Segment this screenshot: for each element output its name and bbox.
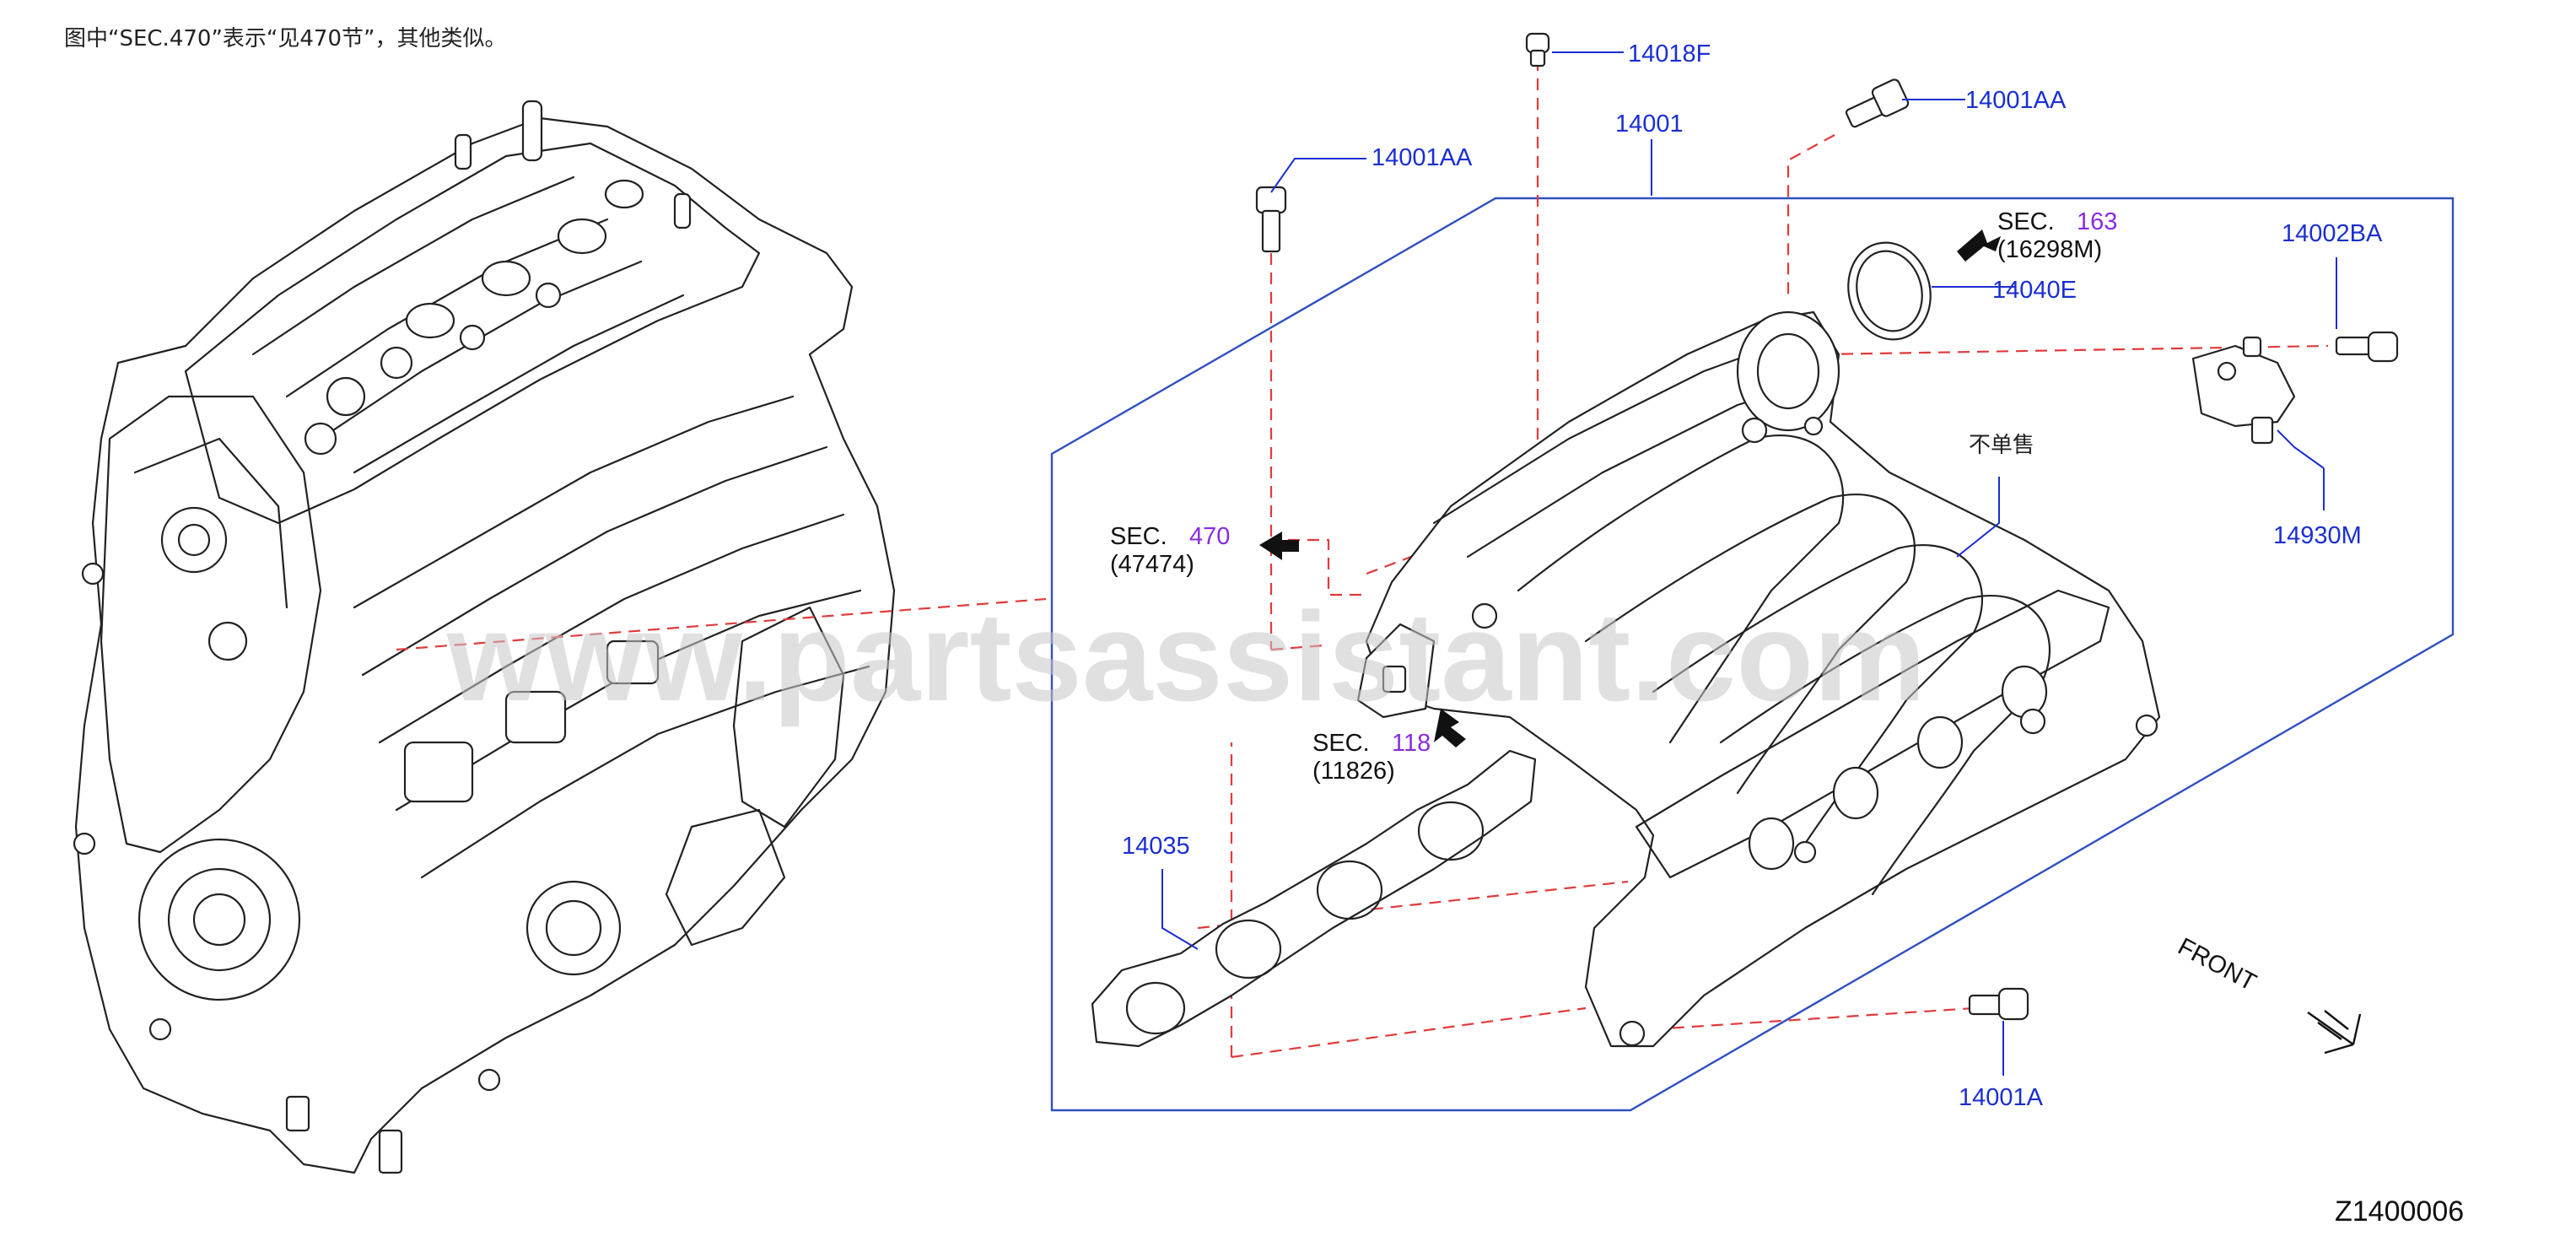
assembly-frame: [1050, 197, 2455, 1112]
sec163-subpart: (16298M): [1997, 236, 2102, 263]
part-14001AA-bolt-left: [1255, 186, 1287, 253]
label-14001A: 14001A: [1959, 1084, 2044, 1111]
part-14018F-plug: [1525, 32, 1550, 67]
sec118-arrow-icon: [1434, 709, 1466, 747]
label-14002BA: 14002BA: [2282, 220, 2383, 247]
front-label: FRONT: [2174, 933, 2261, 996]
sec118-subpart: (11826): [1312, 758, 1395, 785]
part-14930M-solenoid: [2191, 336, 2296, 445]
part-14040E-gasket: [1847, 241, 1932, 341]
sec118-number[interactable]: 118: [1392, 730, 1431, 757]
label-leader-lines: [1161, 51, 2337, 1076]
label-14018F: 14018F: [1628, 40, 1711, 67]
diagram-code: Z1400006: [2335, 1195, 2464, 1228]
label-14001AA-left: 14001AA: [1372, 144, 1473, 171]
front-arrow-icon: [2307, 1010, 2362, 1055]
sec118-prefix: SEC.: [1312, 730, 1370, 757]
sec163-arrow-icon: [1957, 229, 2001, 262]
engine-block-illustration: [73, 100, 896, 1174]
watermark: www.partsassistant.com: [446, 586, 1926, 727]
part-14001AA-bolt-upper: [1845, 78, 1910, 128]
sec163-prefix: SEC.: [1997, 208, 2055, 235]
label-14001: 14001: [1615, 111, 1684, 138]
sec163-number[interactable]: 163: [2077, 208, 2117, 235]
sec470-subpart: (47474): [1110, 551, 1194, 578]
sec470-number[interactable]: 470: [1189, 523, 1230, 550]
label-14930M: 14930M: [2273, 522, 2362, 549]
label-not-sold-separately: 不单售: [1969, 433, 2034, 458]
sec470-prefix: SEC.: [1110, 523, 1167, 550]
sec470-arrow-icon: [1259, 532, 1299, 560]
part-14001A-bolt: [1968, 987, 2029, 1021]
part-14035-gasket: [1091, 749, 1537, 1048]
label-14035: 14035: [1122, 833, 1190, 860]
part-14002BA-bolt: [2335, 331, 2399, 363]
intake-manifold-illustration: [1356, 310, 2161, 1048]
label-14001AA-upper: 14001AA: [1965, 87, 2067, 114]
section-note: 图中“SEC.470”表示“见470节”，其他类似。: [64, 26, 506, 51]
label-14040E: 14040E: [1992, 277, 2077, 304]
